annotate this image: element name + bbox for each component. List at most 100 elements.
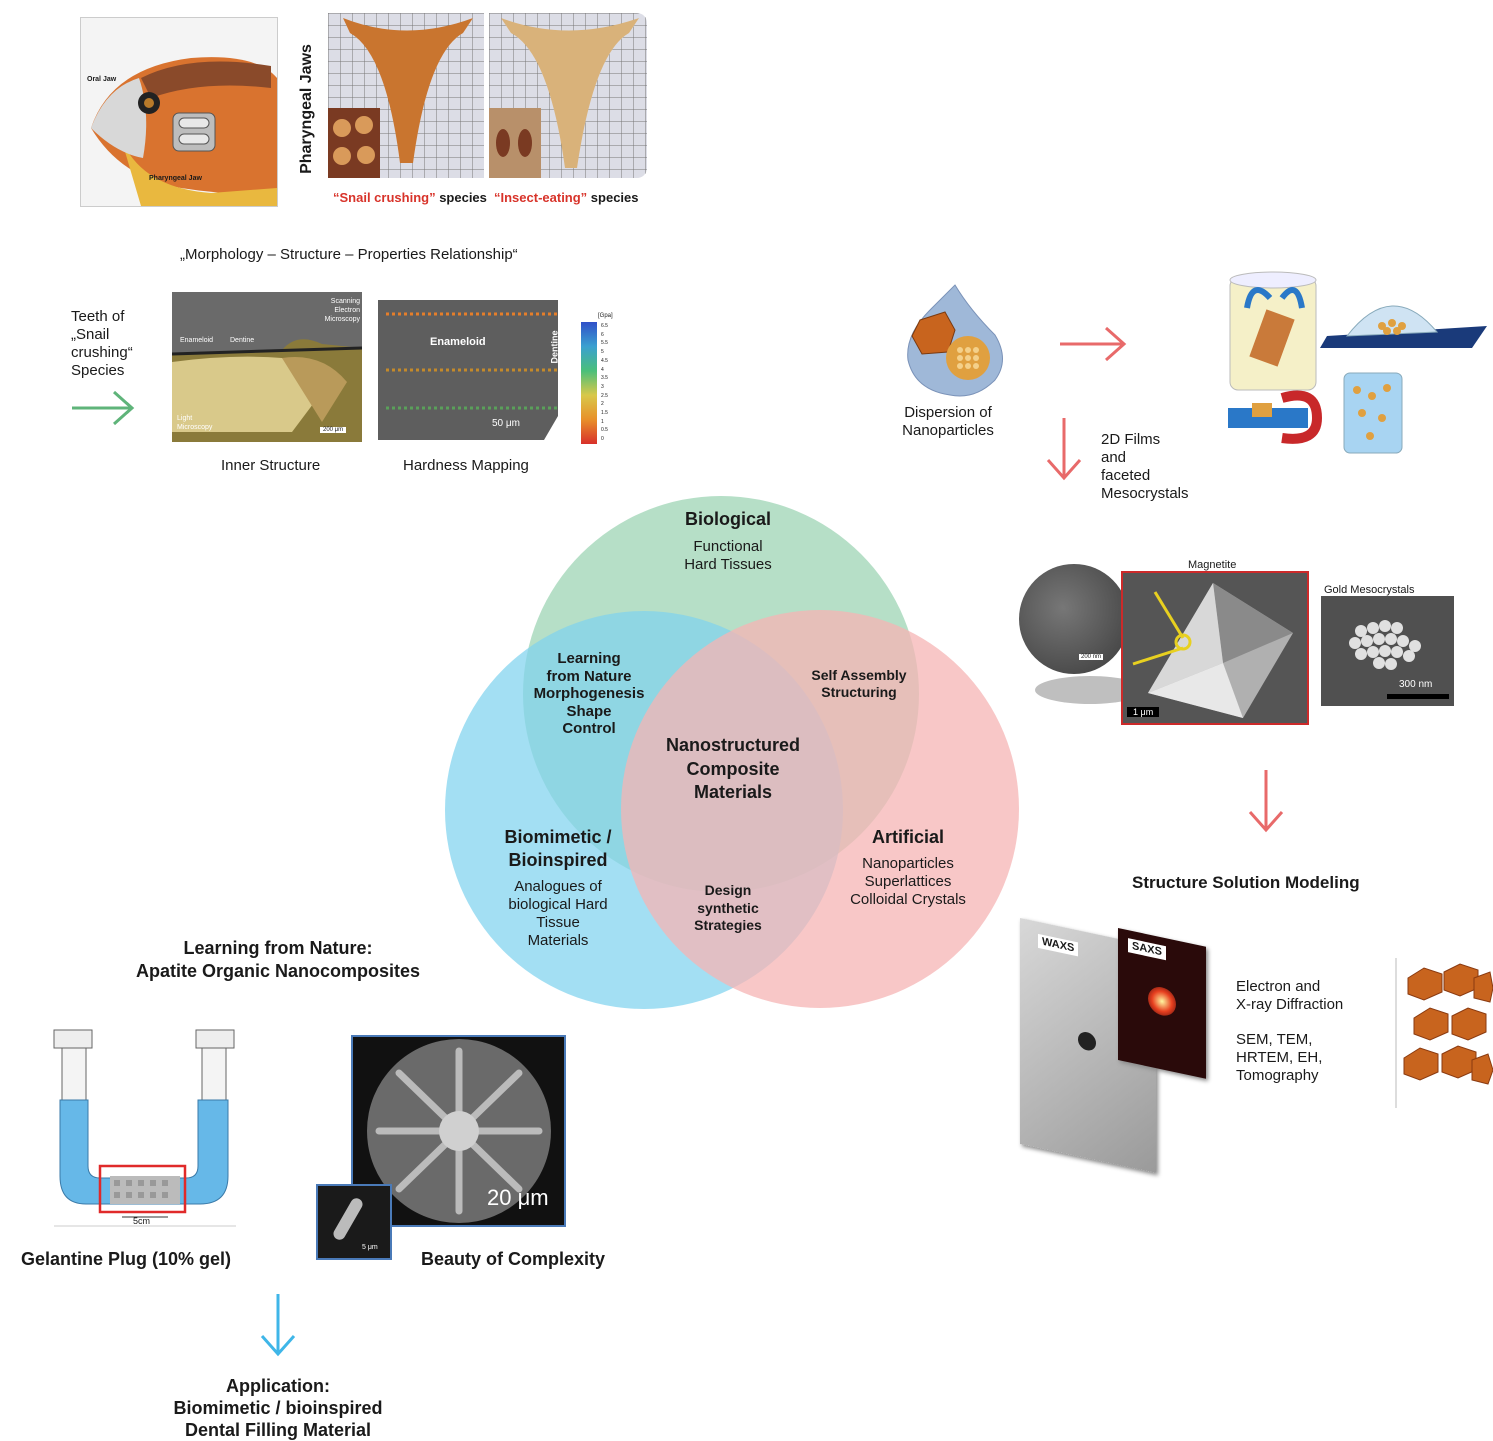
hardness-enameloid-label: Enameloid — [430, 336, 486, 348]
artificial-title: Artificial — [871, 827, 945, 847]
overlap-line: Control — [562, 720, 616, 737]
venn-center-label: Nanostructured Composite Materials — [633, 734, 833, 805]
pharyngeal-jaws-title: Pharyngeal Jaws — [298, 44, 315, 174]
artificial-sub: Nanoparticles — [862, 855, 954, 872]
venn-circle-artificial — [621, 610, 1019, 1008]
snail-crushing-jaw-photo — [328, 13, 484, 178]
center-line: Materials — [693, 782, 773, 802]
center-line: Composite — [686, 758, 780, 779]
gold-mesocrystals-label: Gold Mesocrystals — [1324, 584, 1415, 596]
hardness-tick: 2 — [601, 401, 604, 408]
teeth-label: Teeth of „Snail crushing“ Species — [71, 308, 133, 380]
zoom-connector-icon — [1132, 591, 1192, 666]
overlap-line: Self Assembly — [811, 667, 907, 683]
teeth-label-line: Species — [71, 362, 125, 379]
superlattice-model-image — [1395, 958, 1493, 1108]
methods-label-1: Electron and X-ray Diffraction — [1236, 978, 1343, 1014]
species-word: species — [435, 190, 487, 205]
scale-200nm: 200 nm — [1079, 654, 1104, 660]
insect-eating-label: “Insect-eating” — [494, 190, 588, 205]
venn-diagram — [445, 496, 1019, 1009]
hardness-tick: 3 — [601, 383, 604, 390]
application-line: Biomimetic / bioinspired — [173, 1398, 383, 1418]
hardness-mapping-caption: Hardness Mapping — [403, 457, 529, 474]
red-arrow-down-icon — [1046, 418, 1082, 481]
overlap-line: from Nature — [546, 667, 632, 685]
films-line: and — [1101, 449, 1127, 466]
films-line: 2D Films — [1101, 431, 1161, 448]
light-microscopy-label: Light Microscopy — [177, 415, 213, 431]
gelatine-caption: Gelantine Plug (10% gel) — [21, 1249, 232, 1269]
venn-overlap-design: Design synthetic Strategies — [668, 882, 788, 935]
biomimetic-title: Biomimetic / — [504, 827, 612, 847]
hardness-tick: 1 — [601, 418, 604, 425]
insect-eating-jaw-photo — [489, 13, 647, 178]
scale-1um: 1 μm — [1127, 707, 1160, 717]
assembly-methods-illustration — [1228, 271, 1487, 454]
gel-scale-label: 5cm — [133, 1216, 151, 1226]
scale-300nm: 300 nm — [1399, 679, 1433, 690]
red-arrow-down-2-icon — [1248, 770, 1284, 833]
hardness-ticks: 6.5 6 5.5 5 4.5 4 3.5 3 2.5 2 1.5 1 0.5 … — [601, 322, 608, 444]
teeth-label-line: crushing“ — [71, 344, 133, 361]
nanoparticle-droplet-icon — [907, 284, 1003, 397]
application-label: Application: Biomimetic / bioinspired De… — [118, 1375, 438, 1441]
hardness-tick: 5 — [601, 349, 604, 356]
waxs-label: WAXS — [1038, 933, 1079, 957]
hardness-tick: 0.5 — [601, 427, 608, 434]
species-word: species — [587, 190, 639, 205]
films-line: faceted — [1101, 467, 1151, 484]
scale-20um: 20 μm — [487, 1185, 549, 1210]
application-line: Dental Filling Material — [184, 1420, 372, 1440]
overlap-line: synthetic — [697, 899, 759, 916]
films-line: Mesocrystals — [1101, 485, 1189, 502]
magnetite-sem-image: 1 μm — [1121, 571, 1309, 725]
magnetite-label: Magnetite — [1188, 559, 1237, 571]
hardness-scale-bar: 50 μm — [492, 418, 520, 429]
snail-crushing-label: “Snail crushing” — [333, 190, 436, 205]
films-label: 2D Films and faceted Mesocrystals — [1101, 431, 1189, 503]
saxs-panel: SAXS — [1118, 928, 1206, 1079]
hardness-tick: 1.5 — [601, 410, 608, 417]
dispersion-line: Nanoparticles — [902, 422, 994, 439]
biological-sub: Hard Tissues — [684, 556, 772, 573]
dispersion-label: Dispersion of Nanoparticles — [893, 404, 1003, 440]
methods-line: Tomography — [1236, 1067, 1319, 1084]
gelatine-plug-diagram — [53, 1029, 236, 1227]
biomimetic-sub: Materials — [527, 932, 589, 949]
hardness-tick: 3.5 — [601, 375, 608, 382]
hardness-tick: 6.5 — [601, 323, 608, 329]
inner-scale-bar: 200 μm — [320, 427, 347, 433]
inner-structure-caption: Inner Structure — [221, 457, 321, 474]
methods-line: Electron and — [1236, 978, 1321, 995]
rod-sem-inset-image: 5 μm — [316, 1184, 392, 1260]
application-line: Application: — [226, 1376, 330, 1396]
biomimetic-title: Bioinspired — [508, 850, 608, 870]
artificial-sub: Colloidal Crystals — [850, 891, 966, 908]
scale-300nm-bar — [1387, 694, 1449, 699]
methods-line: X-ray Diffraction — [1236, 996, 1344, 1013]
overlap-line: Morphogenesis — [533, 685, 645, 702]
inner-dentine-label: Dentine — [230, 337, 255, 344]
overlap-line: Shape — [566, 702, 612, 720]
venn-biological-label: Biological Functional Hard Tissues — [628, 508, 828, 574]
snail-crushing-species-caption: “Snail crushing” species — [333, 190, 487, 205]
hardness-tick: 0 — [601, 436, 604, 443]
morphology-title: „Morphology – Structure – Properties Rel… — [180, 246, 518, 263]
center-line: Nanostructured — [665, 735, 800, 755]
hardness-tick: 2.5 — [601, 392, 608, 399]
overlap-line: Design — [704, 882, 752, 898]
hardness-color-scale — [581, 322, 597, 444]
methods-label-2: SEM, TEM, HRTEM, EH, Tomography — [1236, 1031, 1322, 1085]
venn-overlap-learning: Learning from Nature Morphogenesis Shape… — [520, 650, 658, 738]
teeth-label-line: Teeth of — [71, 308, 125, 325]
biomimetic-sub: biological Hard — [508, 896, 608, 913]
hardness-mapping-image: Enameloid 50 μm Dentine — [376, 296, 578, 442]
saxs-label: SAXS — [1128, 938, 1166, 961]
overlap-line: Strategies — [694, 917, 762, 933]
hardness-unit: [Gpa] — [598, 313, 613, 319]
rod-shape — [331, 1196, 365, 1242]
waxs-center — [1078, 1030, 1096, 1053]
learning-title-line: Learning from Nature: — [183, 938, 373, 958]
magnetite-closeup-image: 200 nm — [1019, 564, 1129, 674]
